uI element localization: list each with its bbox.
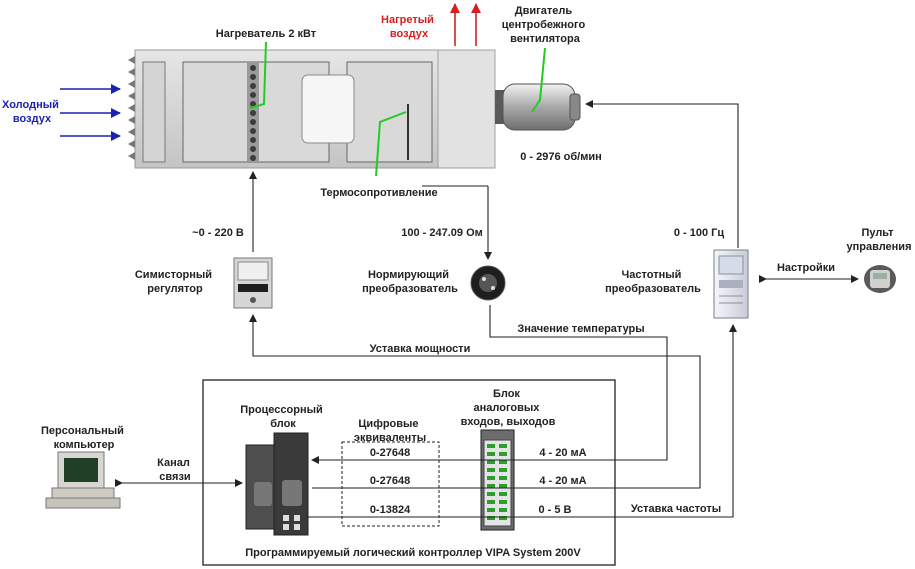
vfd-label: Частотный преобразователь [605, 269, 701, 295]
voltage-label: ~0 - 220 В [192, 227, 244, 239]
inlet-grille [128, 56, 135, 160]
remote-control-panel [864, 265, 896, 293]
hot-air-arrows [450, 3, 481, 46]
resistance-label: 100 - 247.09 Ом [401, 227, 483, 239]
plc-frame [202, 379, 616, 566]
air-duct [128, 49, 496, 169]
pc-label: Персональный компьютер [41, 425, 127, 451]
cpu-block [245, 432, 309, 536]
digital-value-1: 0-27648 [370, 447, 410, 459]
rpm-label: 0 - 2976 об/мин [520, 151, 602, 163]
label-pointers [249, 41, 546, 177]
personal-computer [45, 451, 121, 509]
aio-label: Блок аналоговых входов, выходов [461, 388, 556, 428]
triac-regulator [233, 257, 273, 309]
digital-equivalents-box [341, 441, 440, 527]
digital-eq-label: Цифровые эквиваленты [354, 418, 426, 444]
hot-air-label: Нагретый воздух [381, 14, 437, 40]
comm-channel-label: Канал связи [157, 457, 193, 483]
analog-io-block [480, 429, 515, 531]
frequency-label: 0 - 100 Гц [674, 227, 725, 239]
settings-label: Настройки [777, 262, 835, 274]
wiring [115, 100, 859, 518]
remote-label: Пульт управления [846, 227, 911, 253]
fan-motor [495, 83, 581, 131]
heater-label: Нагреватель 2 кВт [216, 28, 317, 40]
cpu-label: Процессорный блок [240, 404, 326, 430]
fan-motor-label: Двигатель центробежного вентилятора [502, 5, 589, 45]
frequency-converter [713, 249, 749, 319]
power-setpoint-label: Уставка мощности [370, 343, 471, 355]
thermoresistor-label: Термосопротивление [320, 187, 437, 199]
cold-air-label: Холодный воздух [2, 99, 62, 125]
freq-setpoint-label: Уставка частоты [631, 503, 721, 515]
temp-value-label: Значение температуры [517, 323, 644, 335]
digital-value-2: 0-27648 [370, 475, 410, 487]
triac-label: Симисторный регулятор [135, 269, 215, 295]
signal-value-2: 4 - 20 мА [539, 475, 586, 487]
heater-element [247, 62, 259, 162]
normalizing-converter [470, 265, 506, 301]
cold-air-arrows [60, 84, 121, 141]
signal-value-1: 4 - 20 мА [539, 447, 586, 459]
signal-value-3: 0 - 5 В [538, 504, 571, 516]
digital-value-3: 0-13824 [370, 504, 411, 516]
normalizer-label: Нормирующий преобразователь [362, 269, 458, 295]
plc-label: Программируемый логический контроллер VI… [245, 547, 581, 559]
